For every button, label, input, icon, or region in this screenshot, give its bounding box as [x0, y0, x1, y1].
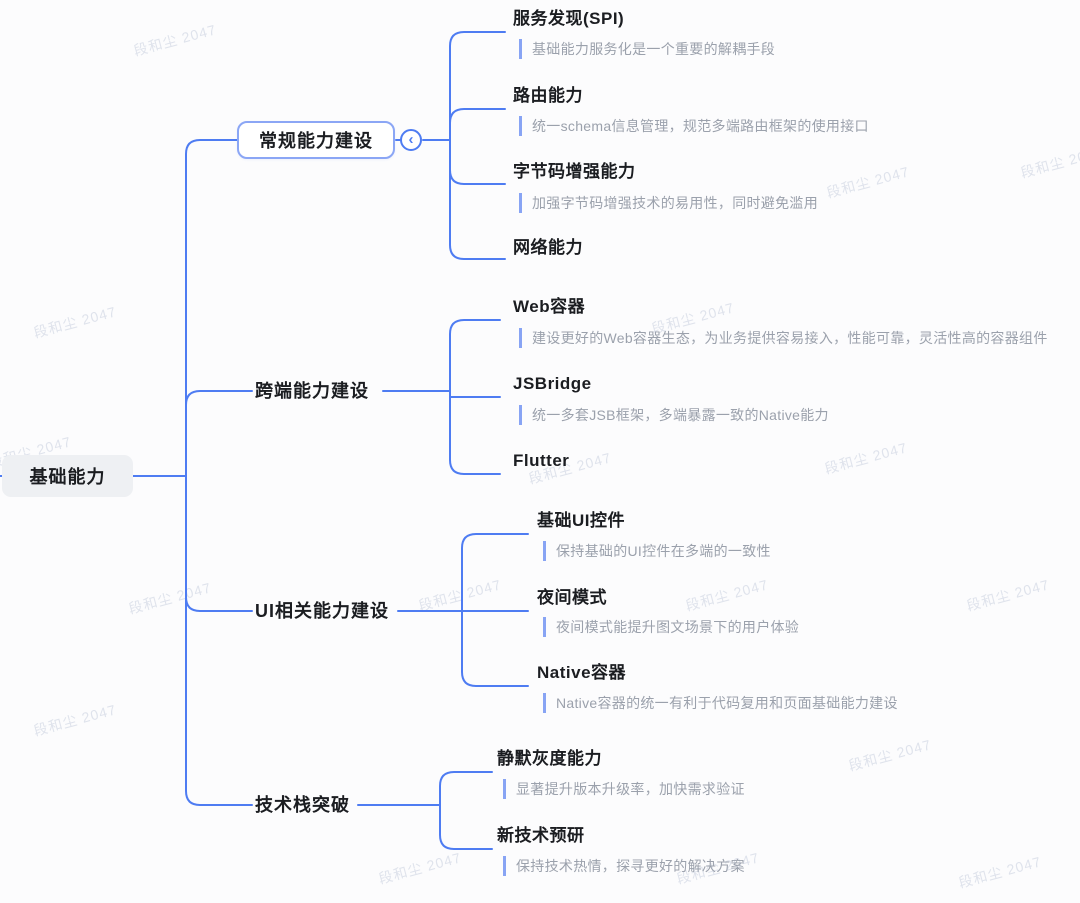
chevron-left-icon: ‹: [408, 130, 414, 148]
topic-note[interactable]: 保持技术热情，探寻更好的解决方案: [503, 856, 745, 876]
topic-title[interactable]: JSBridge: [513, 374, 592, 393]
root-node[interactable]: 基础能力: [2, 455, 133, 497]
branch-regular-node[interactable]: 常规能力建设: [237, 121, 395, 159]
topic-note[interactable]: 夜间模式能提升图文场景下的用户体验: [543, 617, 799, 637]
topic-title[interactable]: Flutter: [513, 451, 570, 470]
topic-note[interactable]: 显著提升版本升级率，加快需求验证: [503, 779, 745, 799]
topic-note[interactable]: Native容器的统一有利于代码复用和页面基础能力建设: [543, 693, 898, 713]
topic-note[interactable]: 基础能力服务化是一个重要的解耦手段: [519, 39, 775, 59]
collapse-button[interactable]: ‹: [400, 129, 422, 151]
branch-ui-label[interactable]: UI相关能力建设: [255, 601, 389, 621]
topic-title[interactable]: 字节码增强能力: [513, 162, 636, 181]
topic-title[interactable]: 路由能力: [513, 86, 583, 105]
topic-title[interactable]: 服务发现(SPI): [513, 9, 625, 28]
topic-title[interactable]: Web容器: [513, 297, 586, 316]
topic-note[interactable]: 保持基础的UI控件在多端的一致性: [543, 541, 771, 561]
topic-note[interactable]: 统一多套JSB框架，多端暴露一致的Native能力: [519, 405, 829, 425]
topic-title[interactable]: 夜间模式: [537, 588, 607, 607]
topic-title[interactable]: 静默灰度能力: [497, 749, 602, 768]
topic-title[interactable]: 新技术预研: [497, 826, 585, 845]
topic-title[interactable]: 基础UI控件: [537, 511, 625, 530]
topic-note[interactable]: 建设更好的Web容器生态，为业务提供容易接入，性能可靠，灵活性高的容器组件: [519, 328, 1048, 348]
topic-title[interactable]: 网络能力: [513, 238, 583, 257]
branch-crossplatform-label[interactable]: 跨端能力建设: [255, 381, 369, 401]
branch-techstack-label[interactable]: 技术栈突破: [255, 795, 350, 815]
topic-title[interactable]: Native容器: [537, 663, 627, 682]
topic-note[interactable]: 加强字节码增强技术的易用性，同时避免滥用: [519, 193, 818, 213]
topic-note[interactable]: 统一schema信息管理，规范多端路由框架的使用接口: [519, 116, 869, 136]
